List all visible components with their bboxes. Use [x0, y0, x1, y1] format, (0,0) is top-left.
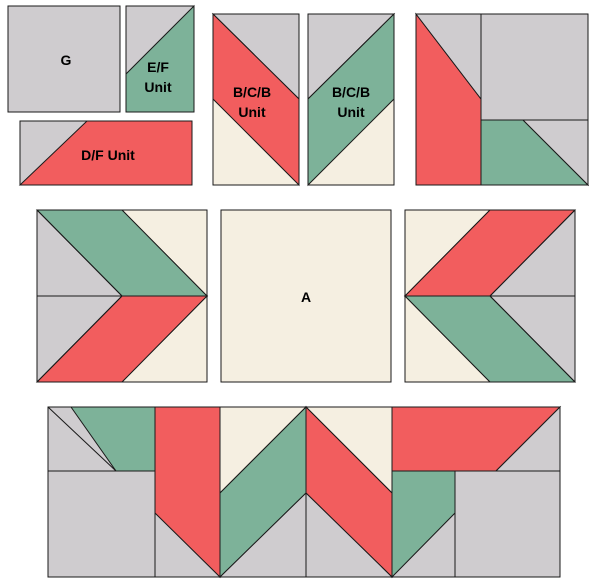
- ef-label-line1: E/F: [147, 59, 169, 75]
- ef-label-line2: Unit: [144, 79, 172, 95]
- bcb-red-label-line2: Unit: [238, 104, 266, 120]
- corner-block-assembled: [416, 14, 588, 185]
- df-label: D/F Unit: [81, 147, 135, 163]
- chevron-block-left: [37, 210, 207, 382]
- a-label: A: [301, 289, 311, 305]
- g-label: G: [61, 52, 72, 68]
- bcb-red-label-line1: B/C/B: [233, 84, 271, 100]
- bcb-green-label-line1: B/C/B: [332, 84, 370, 100]
- bcb-green-label-line2: Unit: [337, 104, 365, 120]
- chevron-block-right: [405, 210, 575, 382]
- bottom-row-assembled: [48, 407, 560, 577]
